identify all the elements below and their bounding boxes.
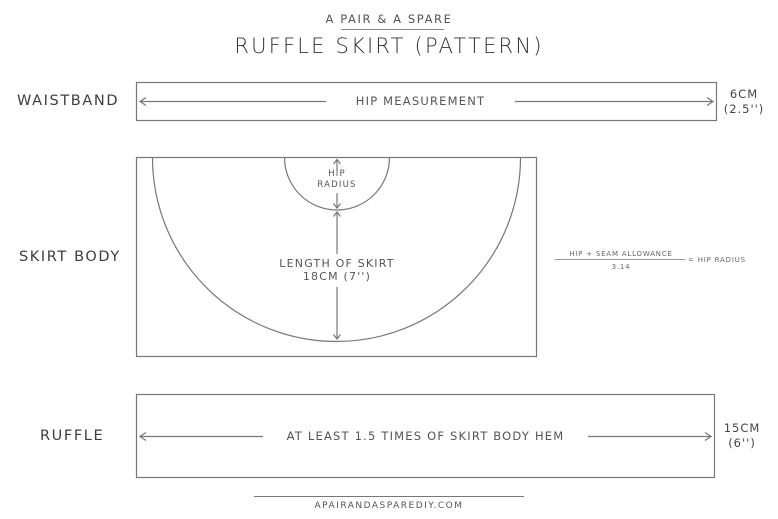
footer-website: APAIRANDASPAREDIY.COM bbox=[314, 501, 464, 511]
ruffle-height-in: (6'') bbox=[728, 436, 756, 450]
ruffle-height-cm: 15CM bbox=[723, 421, 761, 435]
hip-radius-label: HIP RADIUS bbox=[297, 169, 377, 191]
length-of-skirt-label: LENGTH OF SKIRT 18CM (7'') bbox=[262, 257, 412, 283]
waistband-height: 6CM (2.5'') bbox=[718, 87, 770, 117]
brand-underline bbox=[341, 29, 444, 30]
waistband-height-cm: 6CM bbox=[729, 87, 759, 101]
skirt-body-label: SKIRT BODY bbox=[19, 249, 121, 265]
formula-result: = HIP RADIUS bbox=[688, 256, 746, 264]
ruffle-height: 15CM (6'') bbox=[716, 421, 768, 451]
ruffle-measure-text: AT LEAST 1.5 TIMES OF SKIRT BODY HEM bbox=[286, 429, 565, 443]
waistband-measure-text: HIP MEASUREMENT bbox=[355, 94, 486, 108]
footer-divider bbox=[254, 496, 524, 497]
waistband-piece bbox=[135, 81, 718, 122]
arrowhead-right-icon bbox=[706, 97, 715, 106]
skirt-body-piece bbox=[135, 156, 538, 358]
page-title: RUFFLE SKIRT (PATTERN) bbox=[234, 34, 544, 58]
length-line2: 18CM (7'') bbox=[302, 270, 372, 283]
ruffle-label: RUFFLE bbox=[40, 428, 105, 444]
waistband-height-in: (2.5'') bbox=[723, 102, 765, 116]
formula-numerator: HIP + SEAM ALLOWANCE bbox=[569, 250, 673, 258]
waistband-label: WAISTBAND bbox=[17, 93, 120, 109]
hip-radius-line2: RADIUS bbox=[317, 180, 357, 190]
formula-denominator: 3.14 bbox=[611, 263, 631, 271]
ruffle-piece bbox=[135, 393, 716, 479]
arrowhead-left-icon bbox=[138, 97, 147, 106]
length-line1: LENGTH OF SKIRT bbox=[279, 257, 395, 270]
brand-name: A PAIR & A SPARE bbox=[325, 12, 453, 26]
waist-arc bbox=[283, 157, 391, 211]
hip-radius-line1: HIP bbox=[328, 169, 346, 179]
skirt-hem-arc bbox=[151, 157, 522, 343]
